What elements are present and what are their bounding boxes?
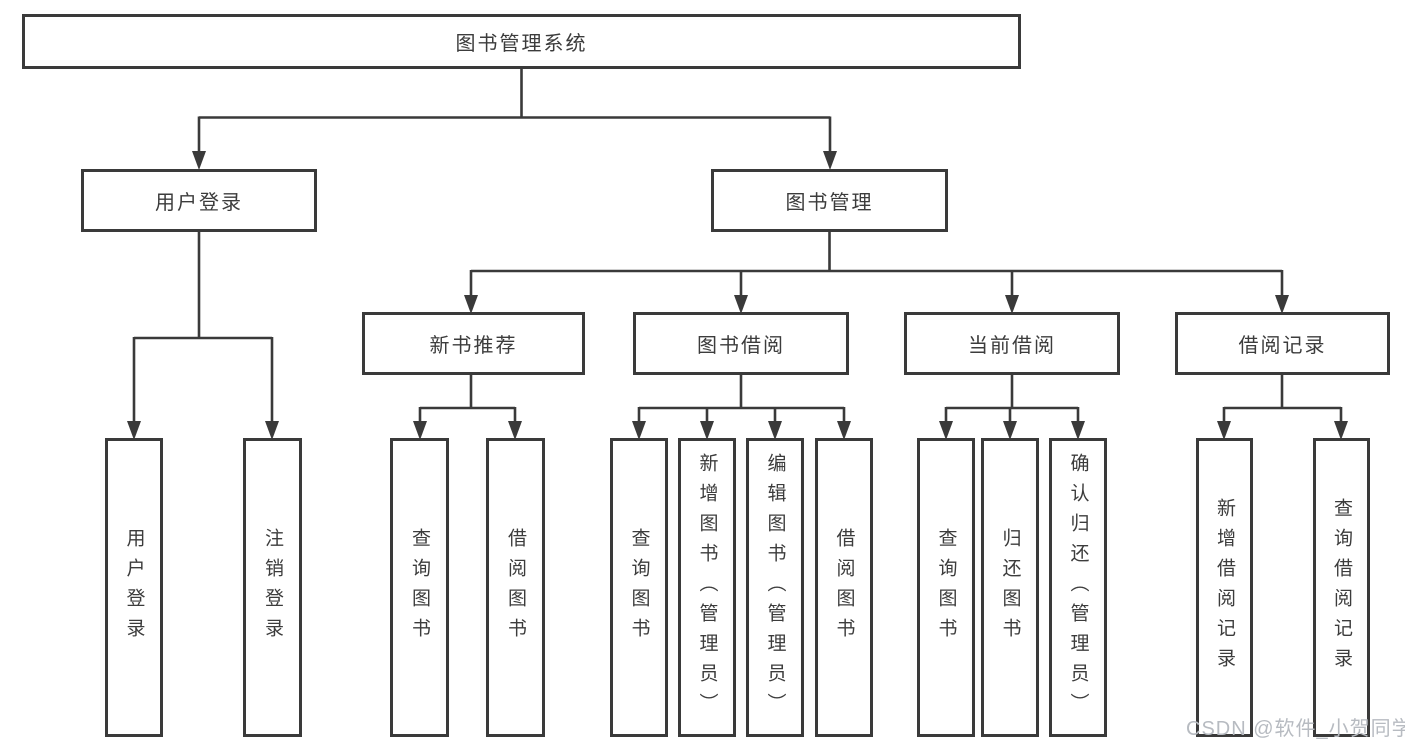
leaf-bb-query-book: 查询图书 [610, 438, 668, 737]
leaf-br-query-record: 查询借阅记录 [1313, 438, 1370, 737]
node-user-login: 用户登录 [81, 169, 317, 232]
leaf-user-login: 用户登录 [105, 438, 163, 737]
leaf-cb-confirm-return-admin: 确认归还（管理员） [1049, 438, 1107, 737]
leaf-nbr-borrow-book: 借阅图书 [486, 438, 545, 737]
node-book-borrow: 图书借阅 [633, 312, 849, 375]
node-book-management: 图书管理 [711, 169, 948, 232]
leaf-cb-return-book: 归还图书 [981, 438, 1039, 737]
leaf-bb-edit-book-admin: 编辑图书（管理员） [746, 438, 804, 737]
node-borrow-records: 借阅记录 [1175, 312, 1390, 375]
node-current-borrow: 当前借阅 [904, 312, 1120, 375]
node-new-book-recommend: 新书推荐 [362, 312, 585, 375]
leaf-logout-login: 注销登录 [243, 438, 302, 737]
leaf-br-add-record: 新增借阅记录 [1196, 438, 1253, 737]
node-root: 图书管理系统 [22, 14, 1021, 69]
leaf-nbr-query-book: 查询图书 [390, 438, 449, 737]
watermark: CSDN @软件_小贺同学 [1186, 718, 1405, 740]
leaf-bb-add-book-admin: 新增图书（管理员） [678, 438, 736, 737]
leaf-cb-query-book: 查询图书 [917, 438, 975, 737]
leaf-bb-borrow-book: 借阅图书 [815, 438, 873, 737]
